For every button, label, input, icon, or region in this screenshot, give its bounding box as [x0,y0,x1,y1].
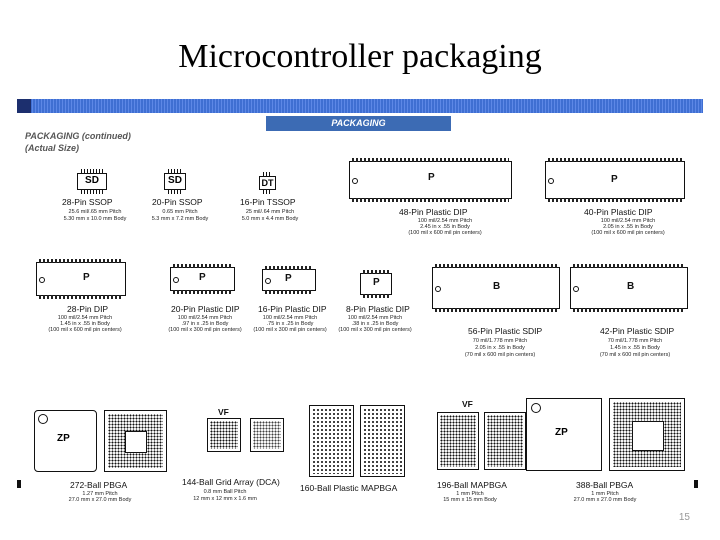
dip40-spec3: (100 mil x 600 mil pin centers) [591,230,665,236]
crop-mark-left [17,480,21,488]
dip16-label: 16-Pin Plastic DIP [258,304,327,314]
dip16-spec3: (100 mil x 300 mil pin centers) [253,327,327,333]
pbga388-mark: ZP [555,427,568,438]
dip28-spec3: (100 mil x 600 mil pin centers) [48,327,122,333]
dip8-mark: P [373,277,380,288]
dip48-label: 48-Pin Plastic DIP [399,207,468,217]
dip16-mark: P [285,273,292,284]
ssop28-spec1: 25.6 mil/.65 mm Pitch [68,209,122,215]
pbga388-bottom-chip [609,398,685,471]
ssop28-label: 28-Pin SSOP [62,197,113,207]
pbga272-bottom-chip [104,410,167,472]
section-subheading: (Actual Size) [25,143,80,153]
dip40-spec2: 2.05 in x .55 in Body [603,224,653,230]
dip8-label: 8-Pin Plastic DIP [346,304,410,314]
crop-mark-right [694,480,698,488]
pbga388-spec2: 27.0 mm x 27.0 mm Body [573,497,637,503]
ssop28-mark: SD [85,175,99,186]
tssop16-mark: DT [261,178,274,188]
sdip42-spec3: (70 mil x 600 mil pin centers) [599,352,671,358]
ssop20-spec2: 5.3 mm x 7.2 mm Body [151,216,209,222]
mapbga196-chip-b [484,412,526,470]
mapbga196-label: 196-Ball MAPBGA [437,480,507,490]
sdip42-spec2: 1.45 in x .55 in Body [610,345,660,351]
tssop16-spec1: 25 mil/.64 mm Pitch [245,209,295,215]
dip20-label: 20-Pin Plastic DIP [171,304,240,314]
ssop20-chip: SD [164,169,186,194]
pbga388-top-chip: ZP [526,398,602,471]
dip48-chip: P [349,158,512,202]
dip40-spec1: 100 mil/2.54 mm Pitch [600,218,656,224]
dip8-chip: P [360,270,392,298]
tssop16-label: 16-Pin TSSOP [240,197,296,207]
dip20-chip: P [170,264,235,294]
dip28-label: 28-Pin DIP [67,304,109,314]
mapbga196-spec1: 1 mm Pitch [456,491,484,497]
sdip56-mark: B [493,281,501,292]
pbga388-spec1: 1 mm Pitch [591,491,619,497]
sdip42-label: 42-Pin Plastic SDIP [600,326,675,336]
packaging-banner: PACKAGING [266,116,451,131]
mapbga160-label: 160-Ball Plastic MAPBGA [300,483,398,493]
dip48-spec1: 100 mil/2.54 mm Pitch [417,218,473,224]
pbga272-spec1: 1.27 mm Pitch [82,491,118,497]
dca144-label: 144-Ball Grid Array (DCA) [182,477,280,487]
dip20-spec1: 100 mil/2.54 mm Pitch [177,315,233,321]
slide-title: Microcontroller packaging [178,38,542,75]
sdip56-label: 56-Pin Plastic SDIP [468,326,543,336]
dip28-mark: P [83,272,90,283]
pbga272-label: 272-Ball PBGA [70,480,128,490]
mapbga196-mark: VF [462,399,473,409]
dip28-spec1: 100 mil/2.54 mm Pitch [57,315,113,321]
dip8-spec1: 100 mil/2.54 mm Pitch [347,315,403,321]
dip48-mark: P [428,172,435,183]
title-rule [17,99,703,113]
dip16-spec2: .75 in x .25 in Body [266,321,314,327]
sdip56-spec1: 70 mil/1.778 mm Pitch [472,338,528,344]
dip48-spec3: (100 mil x 600 mil pin centers) [408,230,482,236]
sdip42-chip: B [570,264,688,312]
dip20-spec3: (100 mil x 300 mil pin centers) [168,327,242,333]
sdip42-spec1: 70 mil/1.778 mm Pitch [607,338,663,344]
dip8-spec2: .38 in x .25 in Body [351,321,399,327]
dca144-top-chip [250,418,284,452]
dip16-chip: P [262,266,316,294]
sdip56-spec3: (70 mil x 600 mil pin centers) [464,352,536,358]
dip8-spec3: (100 mil x 300 mil pin centers) [338,327,412,333]
dip40-chip: P [545,158,685,202]
dip40-mark: P [611,174,618,185]
pbga272-spec2: 27.0 mm x 27.0 mm Body [68,497,132,503]
mapbga196-spec2: 15 mm x 15 mm Body [443,497,497,503]
dca144-spec1: 0.8 mm Ball Pitch [203,489,247,495]
ssop20-label: 20-Pin SSOP [152,197,203,207]
mapbga160-chip-a [309,405,354,477]
ssop28-spec2: 5.30 mm x 10.0 mm Body [63,216,127,222]
sdip56-spec2: 2.05 in x .55 in Body [475,345,525,351]
ssop20-spec1: 0.65 mm Pitch [162,209,198,215]
tssop16-spec2: 5.0 mm x 4.4 mm Body [241,216,299,222]
page-number: 15 [678,512,690,523]
dip40-label: 40-Pin Plastic DIP [584,207,653,217]
tssop16-chip: DT [259,172,276,194]
dip20-spec2: .97 in x .25 in Body [181,321,229,327]
title-rule-cap [17,99,31,113]
dca144-chip [207,418,241,452]
ssop20-mark: SD [168,175,182,186]
dca144-mark: VF [218,407,229,417]
dip48-spec2: 2.45 in x .55 in Body [420,224,470,230]
pbga272-top-chip: ZP [34,410,97,472]
dca144-spec2: 12 mm x 12 mm x 1.6 mm [193,496,257,502]
dip28-chip: P [36,259,126,299]
dip28-spec2: 1.45 in x .55 in Body [60,321,110,327]
sdip56-chip: B [432,264,560,312]
pbga388-label: 388-Ball PBGA [576,480,634,490]
ssop28-chip: SD [77,169,107,194]
section-heading: PACKAGING (continued) [25,131,131,141]
pbga272-mark: ZP [57,433,70,444]
dip20-mark: P [199,272,206,283]
mapbga160-chip-b [360,405,405,477]
dip16-spec1: 100 mil/2.54 mm Pitch [262,315,318,321]
sdip42-mark: B [627,281,635,292]
mapbga196-chip-a [437,412,479,470]
